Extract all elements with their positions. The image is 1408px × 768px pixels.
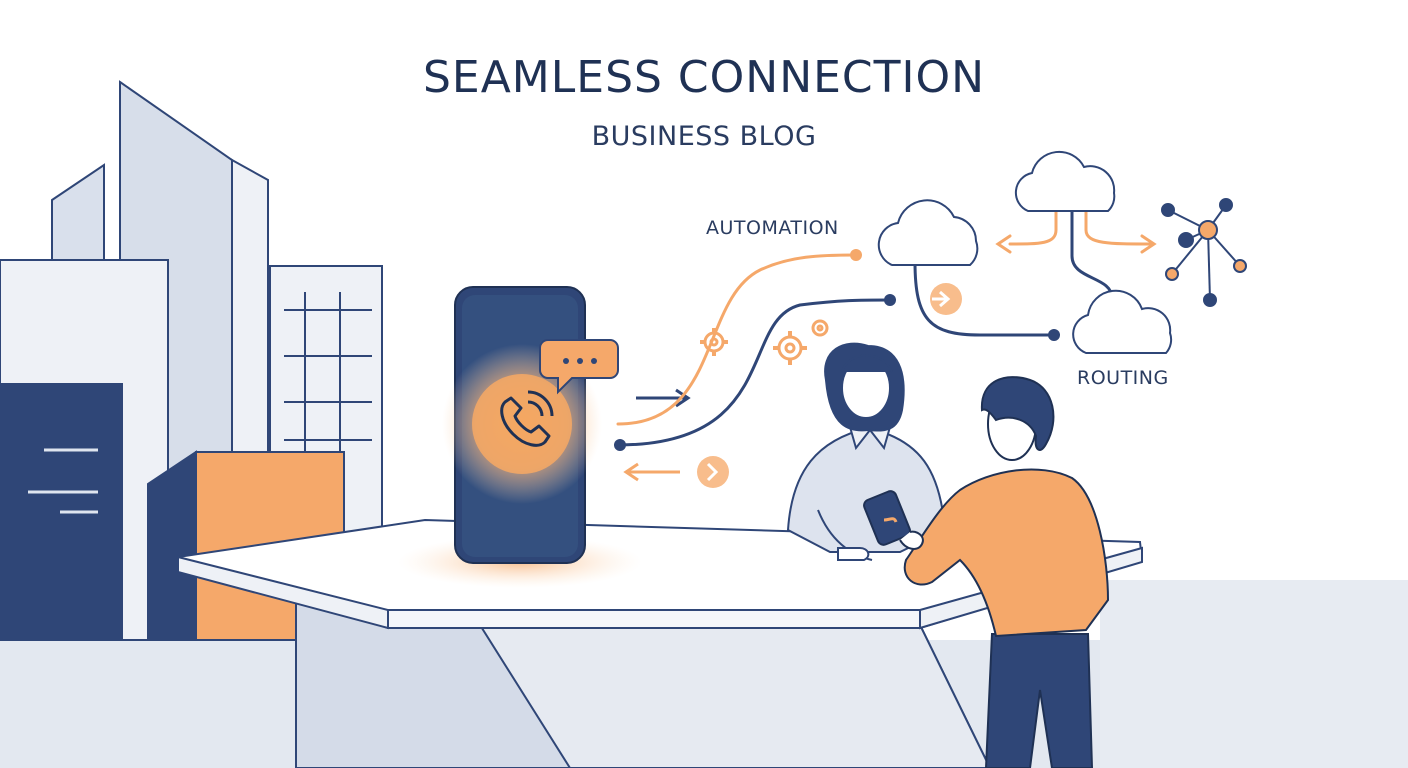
chevron-right-icon <box>697 456 729 488</box>
flow-lines <box>614 210 1157 451</box>
automation-label: AUTOMATION <box>706 217 839 239</box>
arrow-left-icon <box>623 462 680 482</box>
chat-bubble-icon <box>539 339 619 395</box>
chevron-right-icon <box>930 283 962 315</box>
gear-icon <box>773 319 829 365</box>
cloud-icon <box>877 199 979 266</box>
page-subtitle: BUSINESS BLOG <box>591 121 817 152</box>
routing-label: ROUTING <box>1077 367 1169 389</box>
page-title: SEAMLESS CONNECTION <box>422 52 986 103</box>
phone-icon <box>500 390 554 447</box>
cloud-icon <box>1014 150 1116 212</box>
man-figure <box>863 376 1110 768</box>
network-node-icon <box>1161 198 1247 307</box>
gear-icon <box>700 328 728 356</box>
woman-figure <box>786 342 947 561</box>
arrow-right-icon <box>636 388 691 408</box>
cloud-icon <box>1072 289 1173 354</box>
